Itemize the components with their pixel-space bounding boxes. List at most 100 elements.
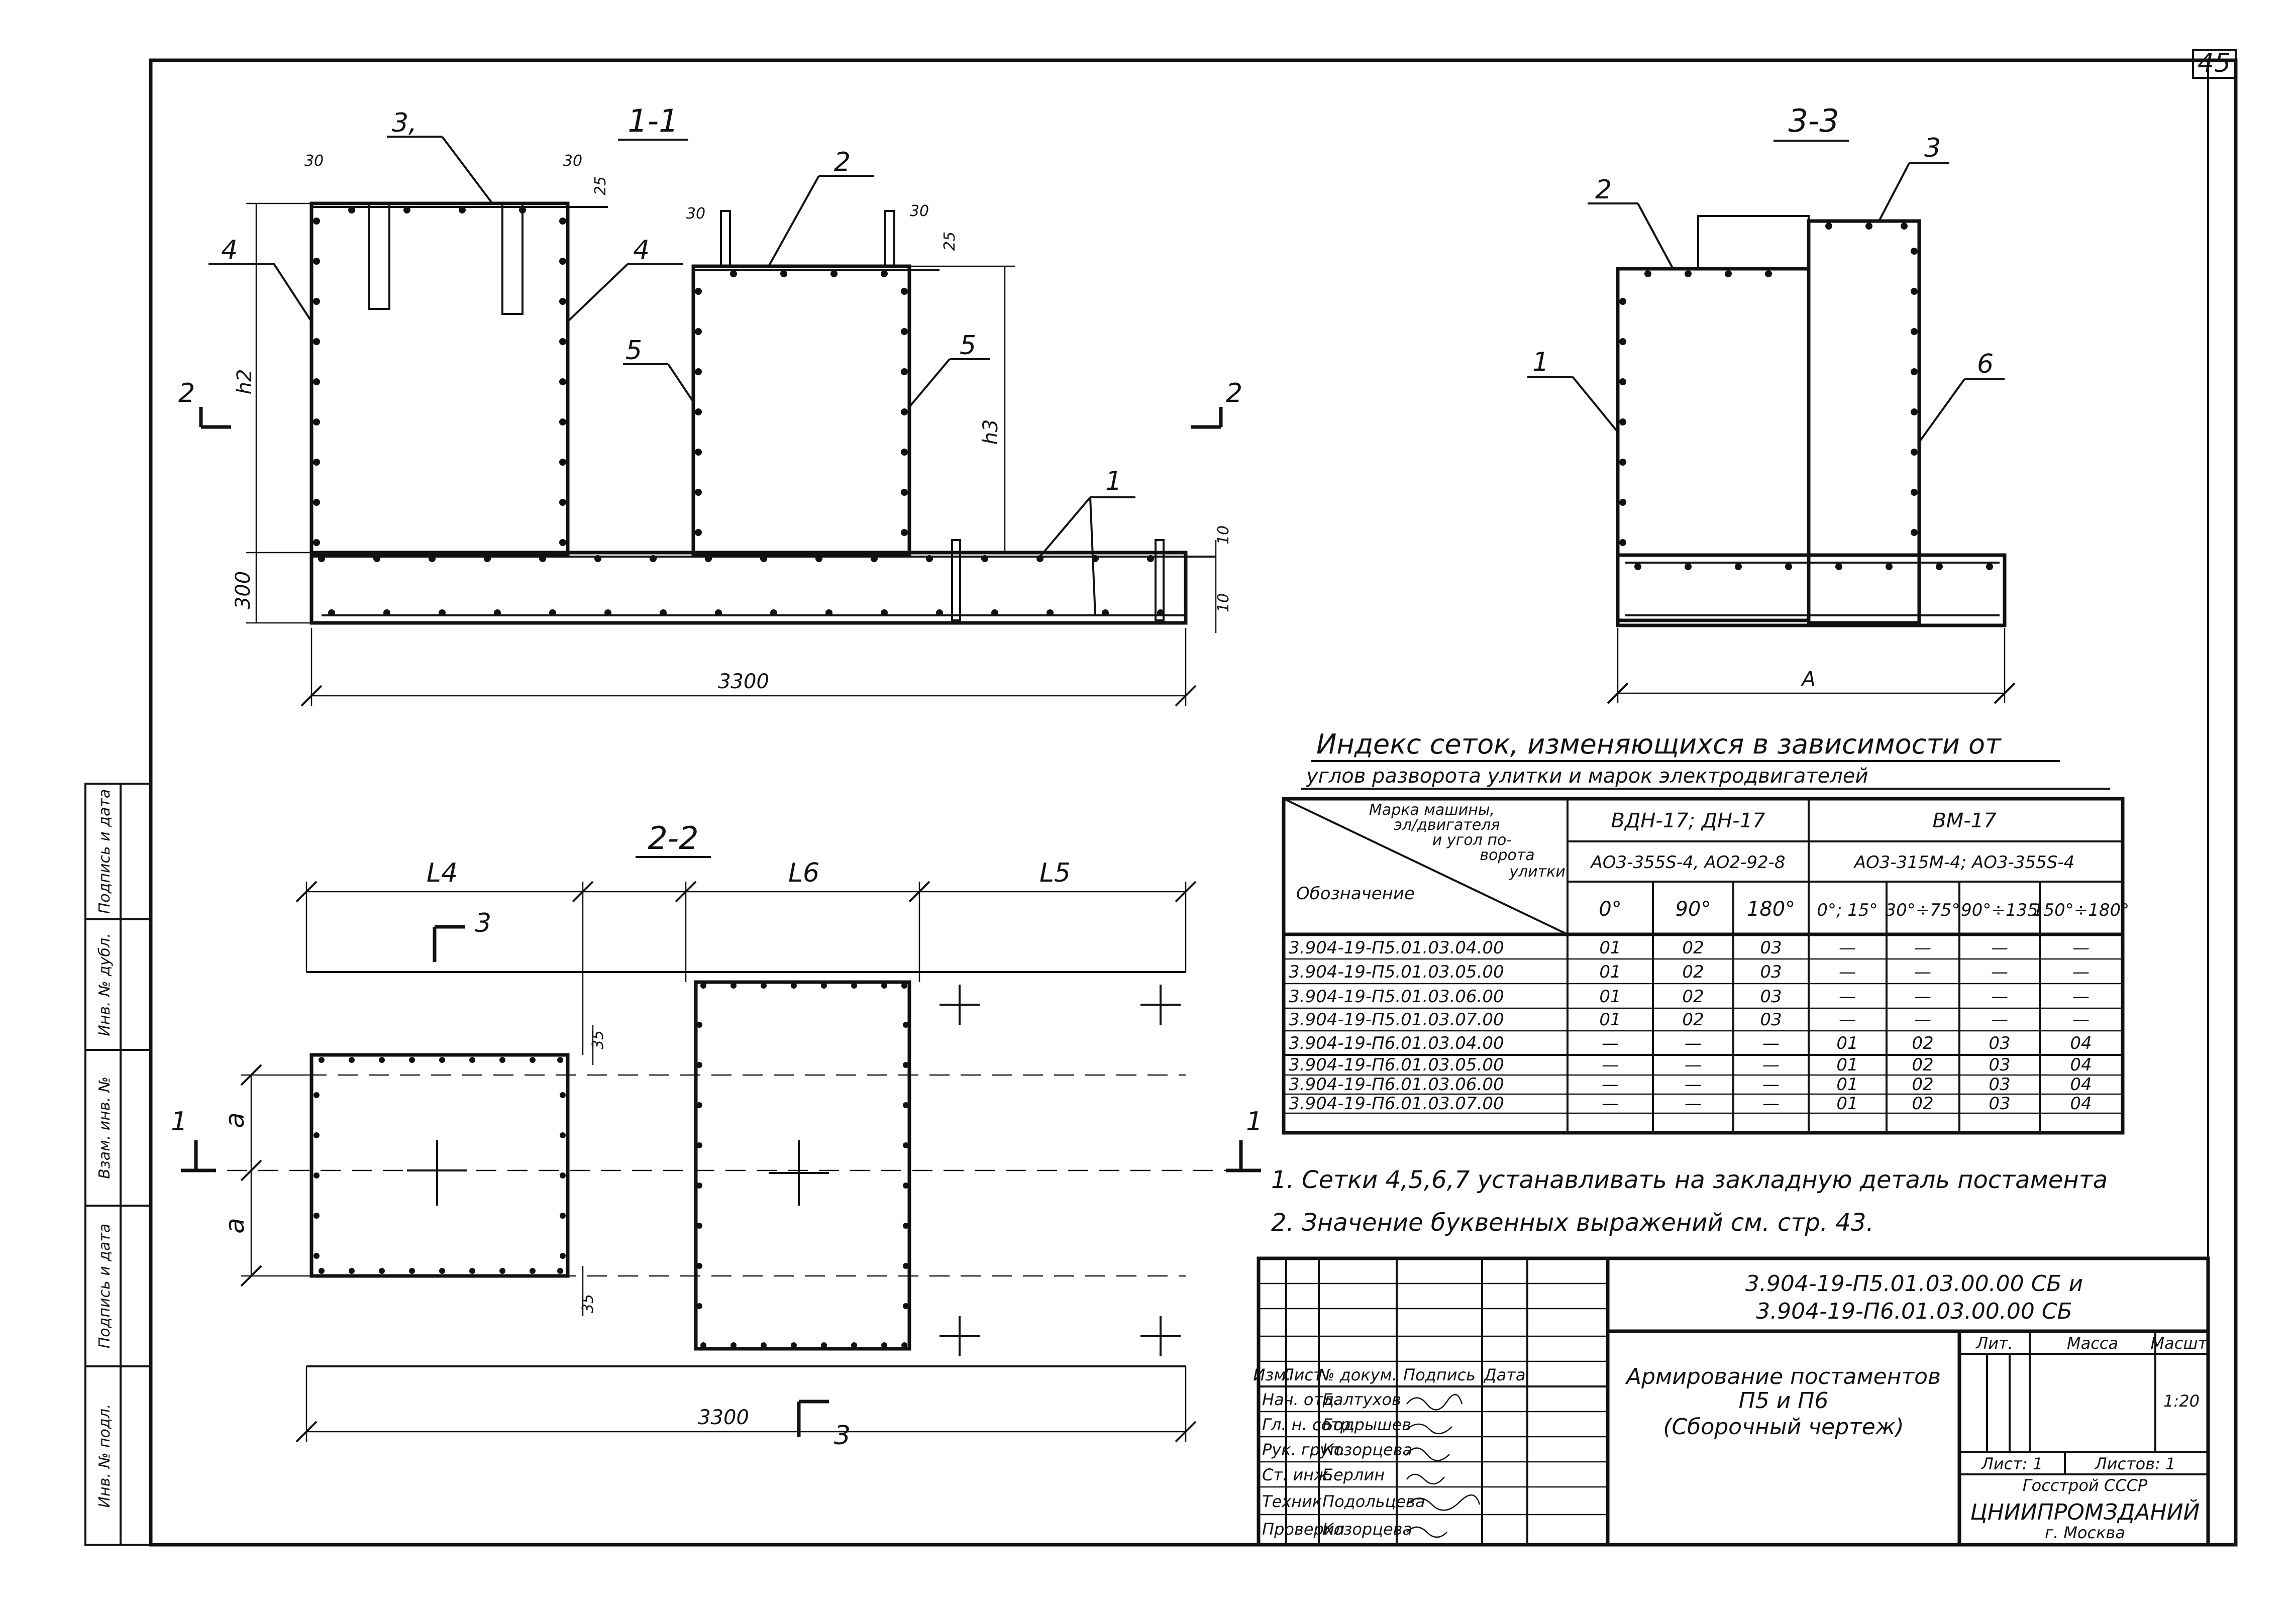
cell: 02 (1912, 1075, 1933, 1095)
side-label-dup-inv: Инв. № дубл. (96, 933, 114, 1036)
cell: 01 (1836, 1094, 1858, 1114)
angle-90: 90° (1676, 898, 1711, 921)
rebar-dots-3-3 (1619, 223, 1993, 570)
table-title-line1: Индекс сеток, изменяющихся в зависимости… (1316, 728, 2002, 760)
tb-org-line1: Госстрой СССР (2023, 1476, 2148, 1495)
angle-180: 180° (1747, 898, 1795, 921)
corner-line3: и угол по- (1432, 831, 1512, 849)
cell: 01 (1599, 1010, 1621, 1030)
cell: 03 (1989, 1033, 2010, 1053)
cell: 01 (1836, 1075, 1858, 1095)
cell: — (1685, 1033, 1702, 1053)
rebar-dots-plan-middle (696, 983, 909, 1348)
dim-10b: 10 (1215, 593, 1232, 612)
dim-2-2-overall: 3300 (698, 1406, 749, 1429)
tb-role: Нач. отд. (1262, 1390, 1339, 1409)
row-code: 3.904-19-П5.01.03.06.00 (1289, 987, 1504, 1007)
cell: 01 (1836, 1033, 1858, 1053)
tb-org-line2: ЦНИИПРОМЗДАНИЙ (1970, 1498, 2200, 1525)
cell: — (1602, 1075, 1619, 1095)
dim-30c: 30 (686, 205, 705, 223)
notes: 1. Сетки 4,5,6,7 устанавливать на заклад… (1271, 1166, 2108, 1237)
cell: 03 (1760, 938, 1782, 958)
cut-mark-1-left: 1 (171, 1107, 187, 1137)
tb-name: Бодрышев (1322, 1415, 1411, 1434)
tb-header-sign: Подпись (1403, 1365, 1476, 1384)
row-code: 3.904-19-П5.01.03.07.00 (1289, 1010, 1504, 1030)
motor-vm: АО3-315М-4; АО3-355S-4 (1853, 852, 2075, 873)
cell: — (1762, 1094, 1780, 1114)
dim-L5: L5 (1039, 858, 1071, 888)
cell: 03 (1989, 1075, 2010, 1095)
dim-h2: h2 (233, 369, 256, 395)
side-stamp: Подпись и дата Инв. № дубл. Взам. инв. №… (84, 783, 152, 1546)
cell: 03 (1989, 1094, 2010, 1114)
callout-3-3-3: 3 (1924, 133, 1941, 163)
cell: — (1991, 1010, 2008, 1030)
dim-L6: L6 (788, 858, 819, 888)
tb-col-lit: Лит. (1975, 1334, 2013, 1353)
cell: 01 (1599, 987, 1621, 1007)
cell: — (1839, 1010, 1856, 1030)
cell: 04 (2070, 1075, 2092, 1095)
cell: — (1914, 1010, 1931, 1030)
callout-3-3-6: 6 (1977, 349, 1994, 379)
corner-designation: Обозначение (1296, 884, 1415, 904)
row-code: 3.904-19-П6.01.03.06.00 (1289, 1075, 1504, 1095)
cell: 03 (1989, 1055, 2010, 1075)
dim-a-top: a (220, 1112, 250, 1128)
callout-1-1-2: 2 (834, 147, 851, 177)
tb-name-line2: П5 и П6 (1739, 1388, 1829, 1414)
cell: — (1685, 1075, 1702, 1095)
cell: — (1914, 962, 1931, 982)
angle-0: 0° (1599, 898, 1621, 921)
cell: 02 (1682, 987, 1704, 1007)
row-code: 3.904-19-П6.01.03.05.00 (1289, 1055, 1504, 1075)
cell: — (1839, 987, 1856, 1007)
note-2: 2. Значение буквенных выражений см. стр.… (1271, 1209, 1874, 1237)
cell: — (2072, 1010, 2090, 1030)
callout-1-1-4b: 4 (633, 235, 650, 265)
side-label-orig-inv: Инв. № подл. (96, 1404, 114, 1508)
dim-h3: h3 (979, 419, 1002, 445)
callout-3-3-1: 1 (1532, 347, 1549, 377)
row-code: 3.904-19-П5.01.03.04.00 (1289, 938, 1504, 958)
table-row: 3.904-19-П6.01.03.07.00 — — — 01 02 03 0… (1289, 1094, 2092, 1114)
cell: — (1762, 1075, 1780, 1095)
table-row: 3.904-19-П5.01.03.07.00 01 02 03 — — — — (1289, 1010, 2090, 1030)
section-1-1: 1-1 (178, 102, 1242, 707)
corner-line2: эл/двигателя (1394, 816, 1500, 834)
title-block: Изм. Лист № докум. Подпись Дата Нач. отд… (1253, 1256, 2212, 1547)
dim-25b: 25 (941, 232, 959, 251)
cell: — (1839, 938, 1856, 958)
dim-35-top: 35 (589, 1030, 607, 1049)
tb-header-doc: № докум. (1317, 1365, 1397, 1384)
tb-role: Техник (1262, 1492, 1322, 1511)
cell: 02 (1682, 1010, 1704, 1030)
side-label-sign-date: Подпись и дата (96, 789, 114, 914)
dim-a-bottom: a (220, 1218, 250, 1234)
note-1: 1. Сетки 4,5,6,7 устанавливать на заклад… (1271, 1166, 2108, 1194)
callout-1-1-3: 3, (392, 108, 417, 138)
cell: — (1602, 1055, 1619, 1075)
cut-mark-2-left: 2 (178, 378, 195, 408)
cell: — (1991, 962, 2008, 982)
cell: — (1914, 987, 1931, 1007)
rebar-dots-middle-block (695, 270, 908, 536)
tb-sheet: Лист: 1 (1981, 1454, 2043, 1473)
table-title-line2: углов разворота улитки и марок электродв… (1306, 765, 1868, 788)
cell: 04 (2070, 1094, 2092, 1114)
callout-1-1-4a: 4 (221, 235, 238, 265)
cell: — (2072, 987, 2090, 1007)
tb-name: Балтухов (1322, 1390, 1401, 1409)
dim-30d: 30 (910, 202, 929, 220)
cell: 02 (1682, 938, 1704, 958)
cell: — (1602, 1033, 1619, 1053)
cell: — (1914, 938, 1931, 958)
callout-3-3-2: 2 (1595, 175, 1612, 205)
tb-name-line1: Армирование постаментов (1625, 1364, 1941, 1389)
row-code: 3.904-19-П6.01.03.07.00 (1289, 1094, 1504, 1114)
corner-line1: Марка машины, (1369, 801, 1495, 819)
sheet-number: 45 (2198, 48, 2231, 78)
tb-role: Проверил (1262, 1520, 1344, 1539)
